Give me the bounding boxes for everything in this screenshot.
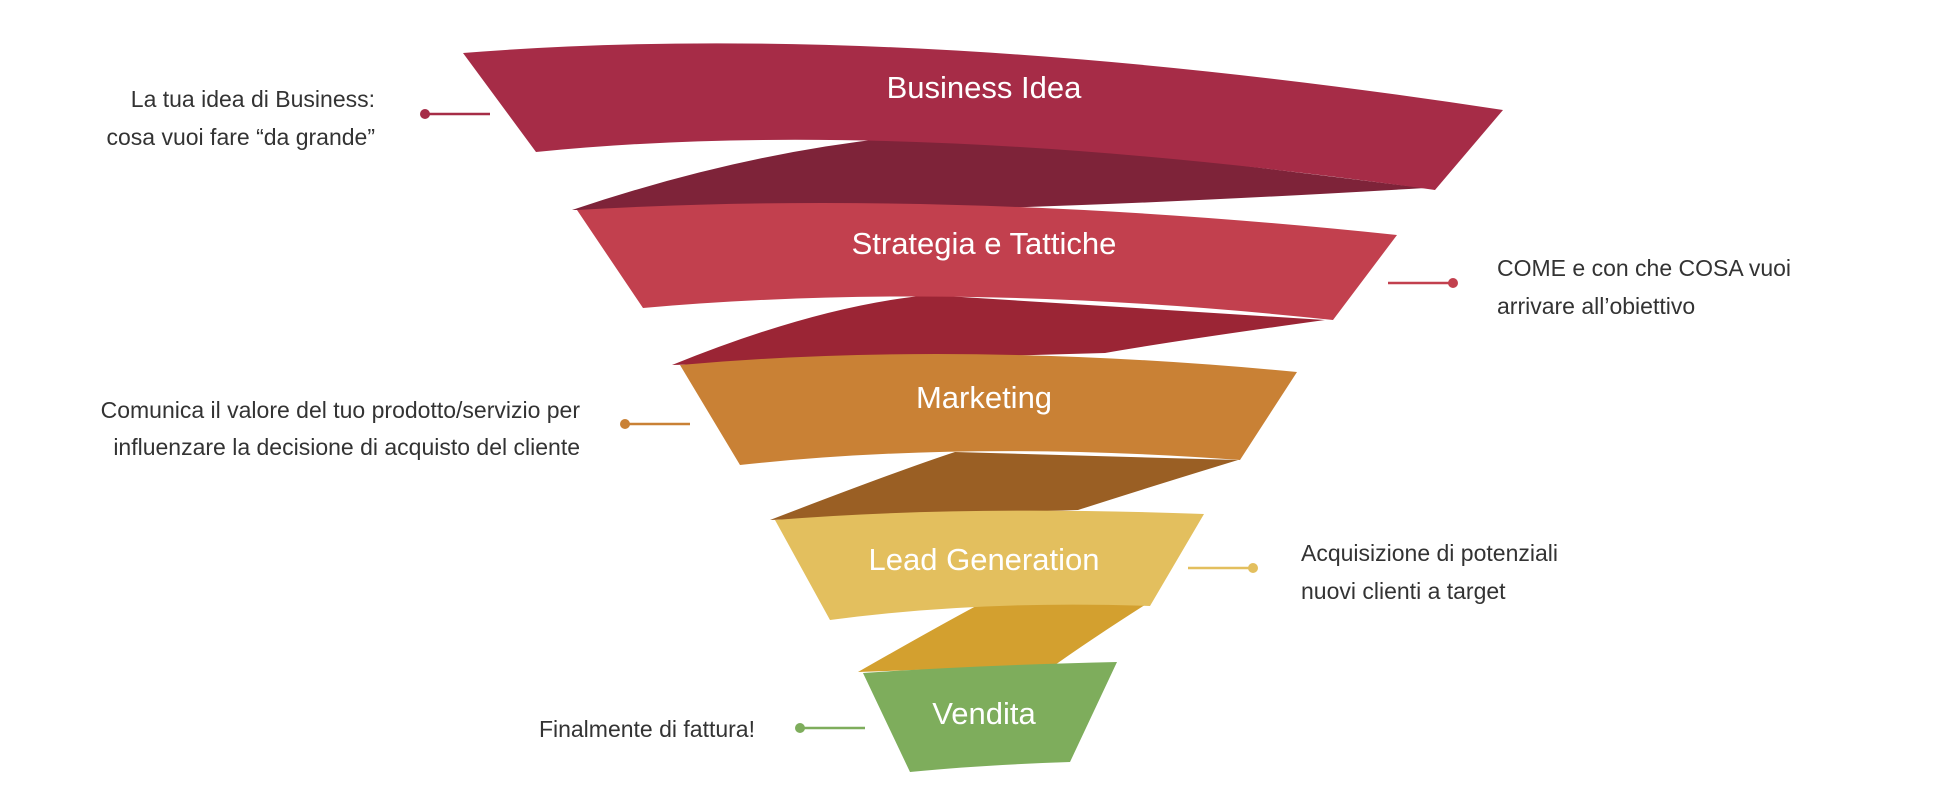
stage-label-vendita: Vendita — [932, 696, 1036, 731]
stage-label-lead-generation: Lead Generation — [869, 542, 1100, 577]
stage-vendita: Vendita — [863, 662, 1117, 772]
callout-marketing: Comunica il valore del tuo prodotto/serv… — [101, 397, 690, 460]
ribbon-marketing-to-lead — [770, 452, 1238, 520]
stage-strategia-e-tattiche: Strategia e Tattiche — [577, 202, 1397, 320]
ribbon-strategia-to-marketing — [672, 295, 1325, 365]
connector-dot — [620, 419, 630, 429]
description-line-1: La tua idea di Business: — [131, 86, 375, 112]
description-line-1: COME e con che COSA vuoi — [1497, 255, 1791, 281]
connector-dot — [795, 723, 805, 733]
band-marketing — [680, 354, 1297, 465]
stage-label-strategia-e-tattiche: Strategia e Tattiche — [852, 226, 1117, 261]
band-vendita — [863, 662, 1117, 772]
band-lead-generation — [775, 510, 1204, 620]
band-strategia-e-tattiche — [577, 202, 1397, 320]
ribbon-business-to-strategia — [572, 132, 1425, 210]
callout-strategia-e-tattiche: COME e con che COSA vuoi arrivare all’ob… — [1388, 255, 1791, 319]
stage-label-marketing: Marketing — [916, 380, 1052, 415]
description-line-1: Finalmente di fattura! — [539, 716, 755, 742]
description-line-2: nuovi clienti a target — [1301, 578, 1506, 604]
description-line-2: cosa vuoi fare “da grande” — [107, 124, 376, 150]
band-business-idea — [463, 43, 1503, 190]
connector-dot — [1248, 563, 1258, 573]
funnel-ribbons — [572, 132, 1425, 672]
callout-vendita: Finalmente di fattura! — [539, 716, 865, 742]
description-line-2: influenzare la decisione di acquisto del… — [113, 434, 580, 460]
stage-label-business-idea: Business Idea — [887, 70, 1082, 105]
connector-dot — [1448, 278, 1458, 288]
description-line-1: Acquisizione di potenziali — [1301, 540, 1558, 566]
ribbon-lead-to-vendita — [858, 603, 1148, 672]
callout-business-idea: La tua idea di Business: cosa vuoi fare … — [107, 86, 490, 150]
stage-marketing: Marketing — [680, 354, 1297, 465]
description-line-2: arrivare all’obiettivo — [1497, 293, 1695, 319]
stage-lead-generation: Lead Generation — [775, 510, 1204, 620]
description-line-1: Comunica il valore del tuo prodotto/serv… — [101, 397, 581, 423]
connector-dot — [420, 109, 430, 119]
stage-business-idea: Business Idea — [463, 43, 1503, 190]
callout-lead-generation: Acquisizione di potenziali nuovi clienti… — [1188, 540, 1558, 604]
